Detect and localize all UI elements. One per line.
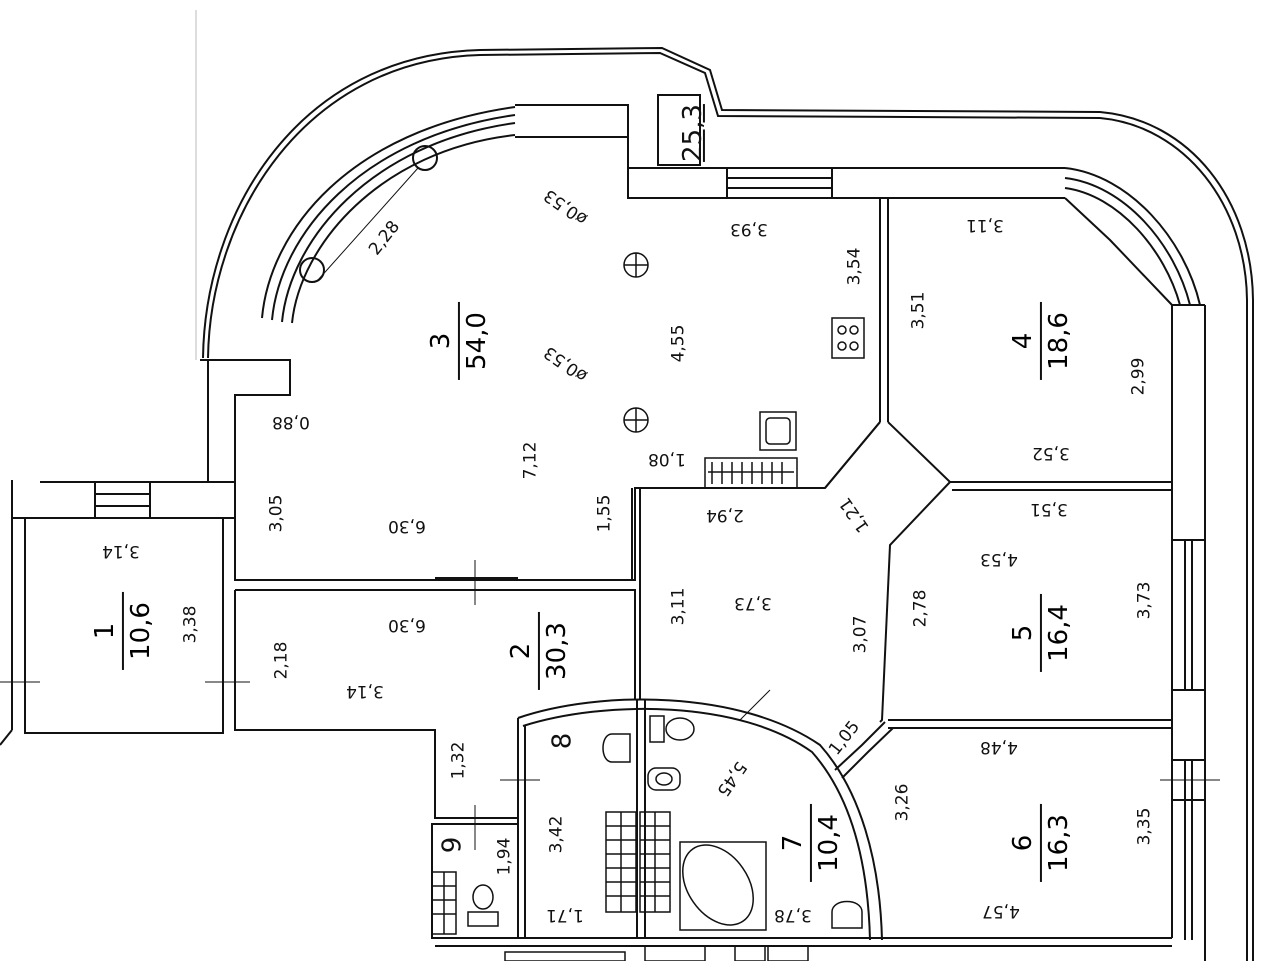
room-area: 54,0	[457, 302, 492, 380]
dim-6-30-room2: 6,30	[388, 615, 426, 635]
room-number: 1	[89, 622, 120, 640]
toilet-icon-9	[467, 884, 499, 927]
dim-0-88: 0,88	[272, 412, 310, 432]
toilet-icon-7	[649, 715, 695, 743]
room-area: 10,6	[121, 592, 156, 670]
room-area: 10,4	[809, 804, 844, 882]
dim-2-99: 2,99	[1128, 357, 1149, 396]
north-wall	[628, 94, 1201, 306]
dim-1-55: 1,55	[594, 494, 615, 533]
room-label-5: 5 16,4	[1008, 594, 1074, 672]
dim-2-94: 2,94	[706, 505, 744, 525]
east-rooms-walls	[824, 198, 1220, 961]
dim-4-53: 4,53	[980, 549, 1018, 569]
room-number-8: 8	[547, 732, 578, 750]
dim-1-32: 1,32	[448, 741, 469, 780]
balcony-outer-wall	[202, 46, 1254, 961]
room-3-walls	[200, 104, 881, 581]
room-number: 3	[425, 332, 456, 350]
bathtub-icon	[679, 841, 767, 931]
dim-1-08: 1,08	[648, 449, 686, 469]
radiator-icon-7a	[605, 811, 637, 913]
room-2-walls	[234, 560, 636, 819]
room-area: 18,6	[1039, 302, 1074, 380]
radiator-icon	[704, 457, 798, 489]
radiator-icon-7b	[639, 811, 671, 913]
ceiling-light-icon-2	[623, 407, 649, 433]
dim-1-71: 1,71	[546, 905, 584, 925]
dim-3-07: 3,07	[850, 615, 871, 654]
room-label-2: 2 30,3	[506, 612, 572, 690]
dim-3-93: 3,93	[730, 219, 768, 239]
sink-icon-7	[831, 900, 863, 929]
room-label-4: 4 18,6	[1008, 302, 1074, 380]
room-number: 2	[505, 642, 536, 660]
dim-3-51-room5: 3,51	[1030, 499, 1068, 519]
kitchen-sink-icon	[759, 411, 797, 451]
dim-4-55: 4,55	[668, 324, 689, 363]
room-label-6: 6 16,3	[1008, 804, 1074, 882]
dim-3-78: 3,78	[774, 905, 812, 925]
dim-3-11-hall: 3,11	[668, 587, 689, 626]
room-number: 5	[1007, 624, 1038, 642]
room-number: 7	[777, 834, 808, 852]
room-area: 16,3	[1039, 804, 1074, 882]
dim-2-18: 2,18	[271, 641, 292, 680]
dim-3-38: 3,38	[180, 605, 201, 644]
sink-icon-8	[602, 733, 631, 763]
room-area: 16,4	[1039, 594, 1074, 672]
dim-3-11-room4: 3,11	[966, 215, 1004, 235]
room-number: 4	[1007, 332, 1038, 350]
room-number-9: 9	[437, 836, 468, 854]
room-1-walls	[0, 480, 250, 746]
dim-3-35: 3,35	[1134, 807, 1155, 846]
dim-6-30-room3: 6,30	[388, 516, 426, 536]
room-label-3: 3 54,0	[426, 302, 492, 380]
dim-3-14-room2: 3,14	[346, 681, 384, 701]
dim-3-14-room1: 3,14	[102, 541, 140, 561]
dim-3-54: 3,54	[844, 247, 865, 286]
hall-walls	[631, 488, 894, 779]
radiator-icon-9	[431, 871, 457, 935]
dim-1-94: 1,94	[494, 837, 515, 876]
balcony-window-arc	[261, 106, 516, 324]
dim-7-12: 7,12	[520, 441, 541, 480]
room-area: 30,3	[537, 612, 572, 690]
dim-3-73-hall: 3,73	[734, 593, 772, 613]
balcony-area: 25,3	[677, 104, 708, 162]
dim-2-78: 2,78	[910, 589, 931, 628]
room-label-1: 1 10,6	[90, 592, 156, 670]
dim-3-52: 3,52	[1032, 443, 1070, 463]
stove-icon	[831, 317, 865, 359]
bottom-fixtures	[504, 945, 809, 961]
dim-4-48: 4,48	[980, 737, 1018, 757]
dim-3-26: 3,26	[892, 783, 913, 822]
dim-3-05: 3,05	[266, 494, 287, 533]
bidet-icon	[647, 767, 681, 791]
dim-3-51-room4: 3,51	[908, 291, 929, 330]
dim-3-42: 3,42	[546, 815, 567, 854]
ceiling-light-icon-1	[623, 252, 649, 278]
dim-3-73-room5: 3,73	[1134, 581, 1155, 620]
dim-4-57: 4,57	[982, 901, 1020, 921]
room-number: 6	[1007, 834, 1038, 852]
room-label-7: 7 10,4	[778, 804, 844, 882]
